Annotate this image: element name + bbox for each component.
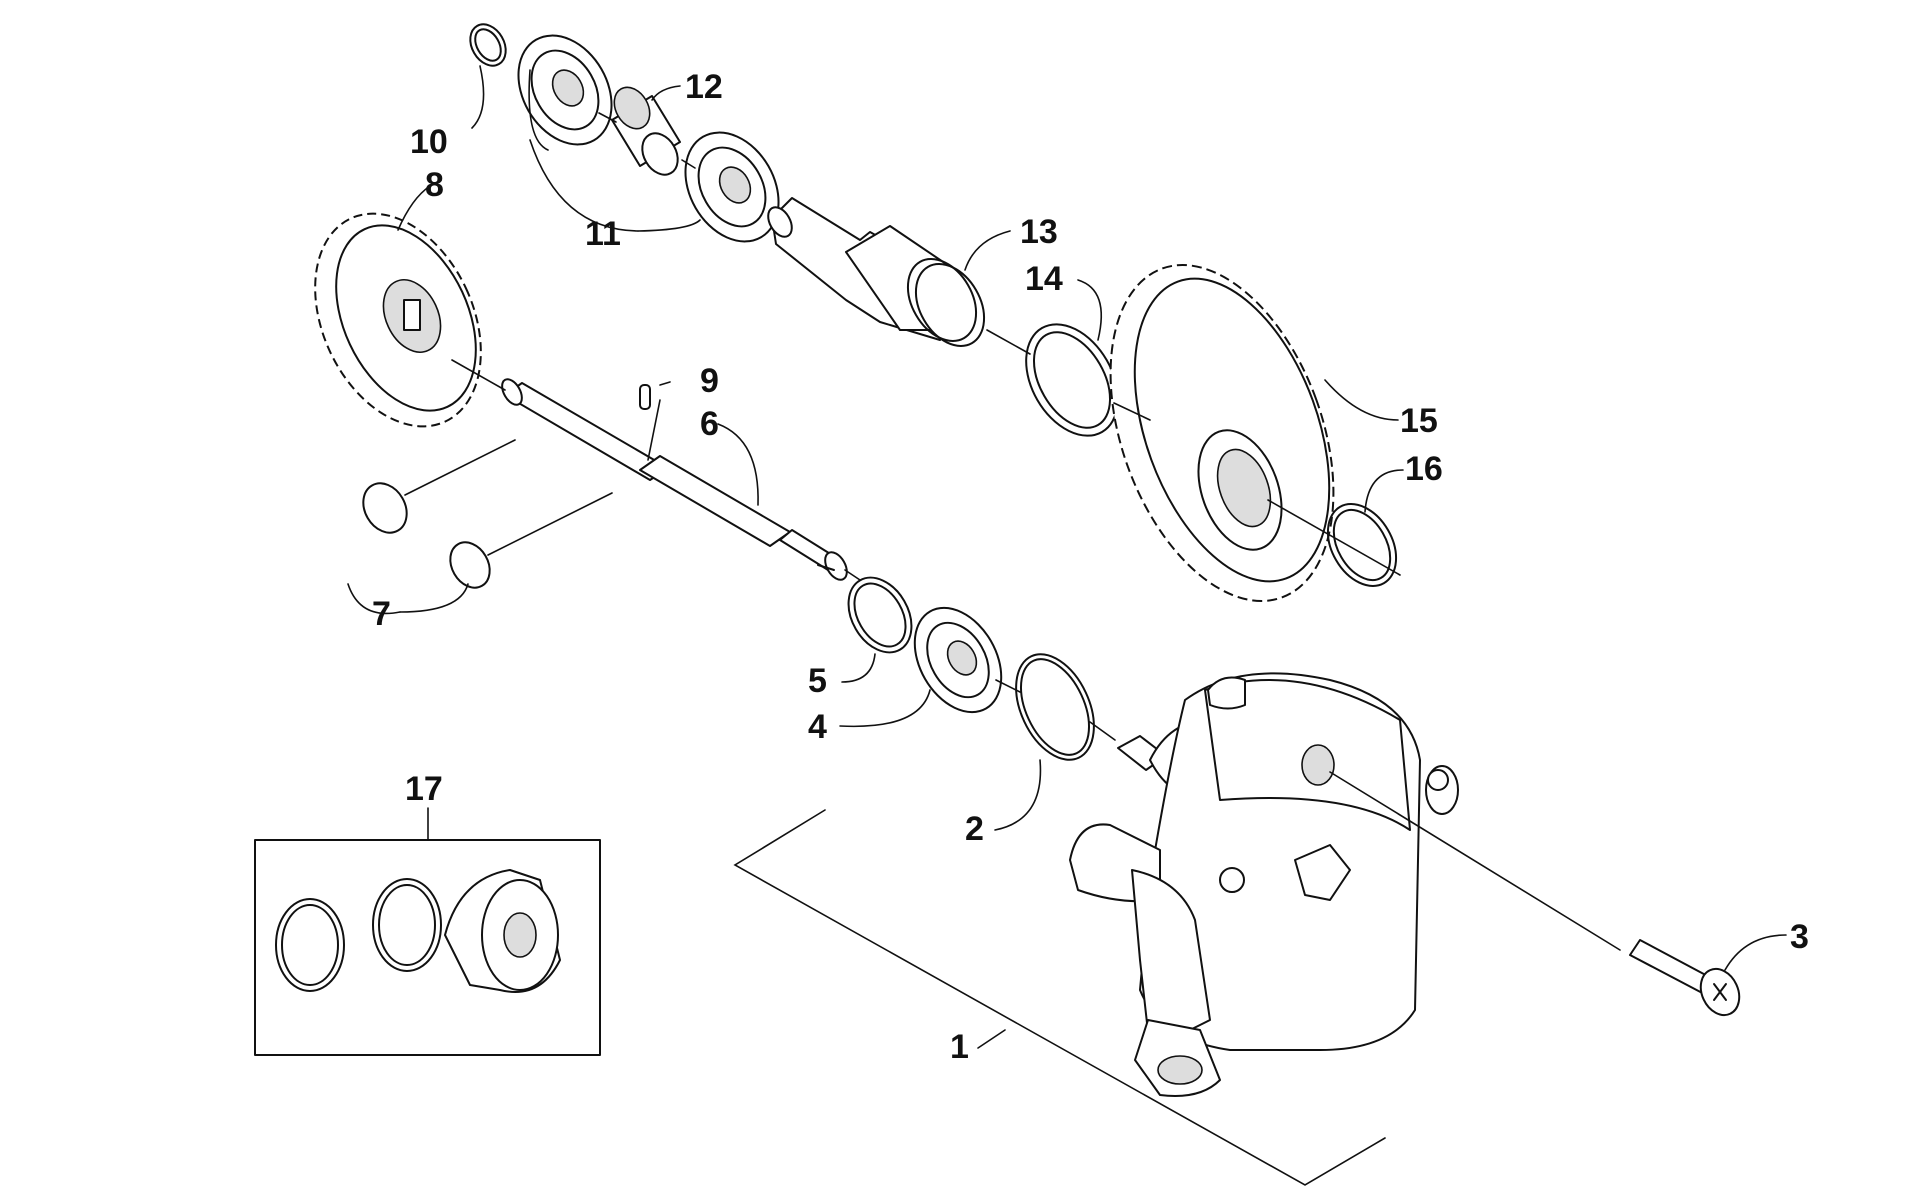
part-8-small-gear	[314, 212, 482, 428]
callout-5: 5	[808, 662, 827, 700]
callout-10: 10	[410, 123, 448, 161]
part-11-bearing-upper	[517, 34, 613, 146]
callout-14: 14	[1025, 260, 1063, 298]
part-2-o-ring	[1015, 653, 1095, 761]
part-15-large-gear	[1109, 264, 1335, 602]
callout-13: 13	[1020, 213, 1058, 251]
callout-2: 2	[965, 810, 984, 848]
callout-8: 8	[425, 166, 444, 204]
callout-6: 6	[700, 405, 719, 443]
callout-leaders	[347, 65, 1787, 1049]
part-16-snap-ring	[1326, 503, 1398, 587]
part-5-snap-ring	[847, 576, 913, 654]
callout-9: 9	[700, 362, 719, 400]
part-7-snap-ring-b	[449, 541, 491, 589]
part-7-snap-ring-a	[362, 482, 408, 534]
part-17-seal-kit	[254, 839, 601, 1056]
callout-15: 15	[1400, 402, 1438, 440]
part-10-snap-ring	[469, 23, 507, 67]
part-9-pin	[639, 384, 651, 410]
part-11-bearing-lower	[684, 131, 780, 243]
part-14-snap-ring	[1025, 323, 1119, 437]
part-4-bearing	[913, 606, 1003, 714]
callout-16: 16	[1405, 450, 1443, 488]
callout-7: 7	[372, 595, 391, 633]
callout-12: 12	[685, 68, 723, 106]
callout-11: 11	[585, 215, 621, 253]
part-12-spacer	[611, 86, 681, 176]
part-13-drive-shaft	[767, 197, 986, 347]
part-1-pump-housing	[1069, 672, 1459, 1097]
callout-3: 3	[1790, 918, 1809, 956]
callout-labels: 1 2 3 4 5 6 7 8 9 10 11 12 13 14 15 16 1…	[372, 68, 1809, 1066]
part-3-screw	[1629, 939, 1741, 1017]
axis-lines	[404, 112, 1621, 951]
part-6-pump-shaft	[501, 378, 848, 581]
part-1-bracket	[733, 809, 1386, 1186]
callout-17: 17	[405, 770, 443, 808]
callout-1: 1	[950, 1028, 969, 1066]
callout-4: 4	[808, 708, 827, 746]
